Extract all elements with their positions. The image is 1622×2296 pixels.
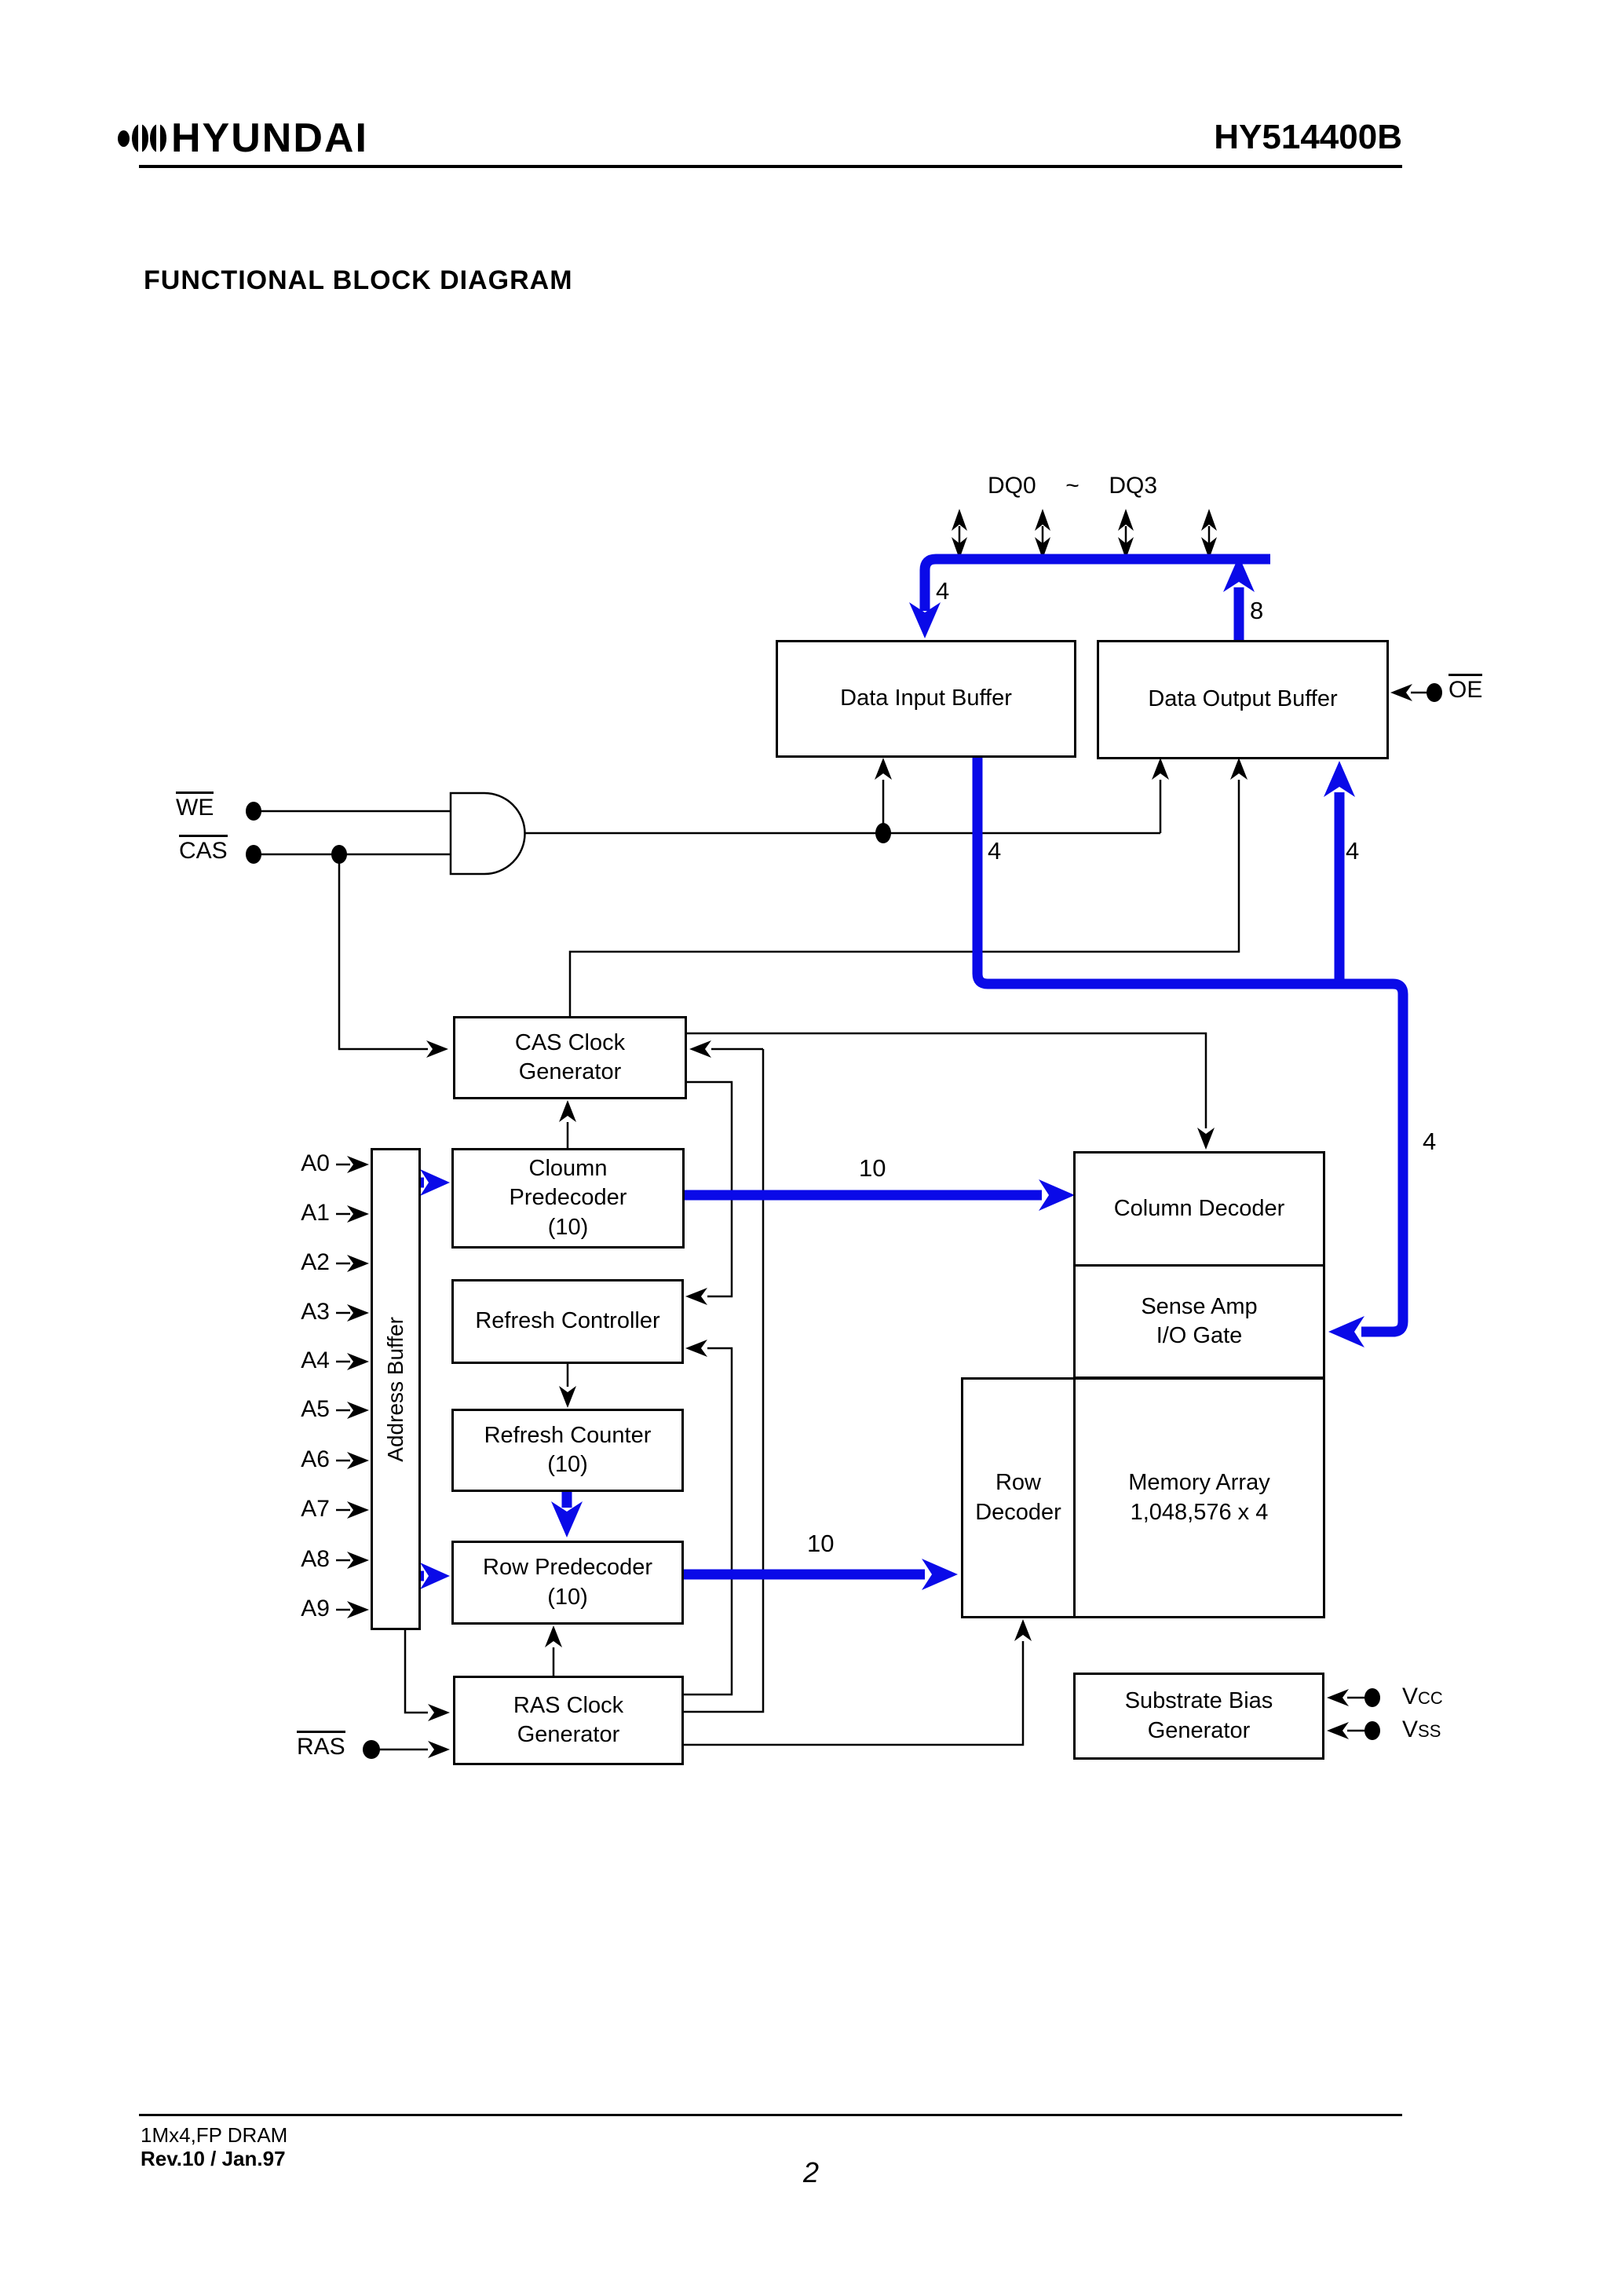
address-label-a8: A8 [301,1546,330,1572]
address-label-a7: A7 [301,1496,330,1522]
bus-width-input-4: 4 [936,577,950,605]
footer-revision: Rev.10 / Jan.97 [141,2147,286,2170]
footer-rule [139,2114,1402,2116]
footer-product: 1Mx4,FP DRAM [141,2123,288,2147]
block-refresh-controller: Refresh Controller [451,1279,684,1364]
block-cas-clock-generator: CAS Clock Generator [453,1016,687,1099]
vcc-terminal-dot [1364,1688,1380,1707]
ras-signal-label: RAS [297,1731,345,1760]
block-sense-amp-io-gate: Sense Amp I/O Gate [1073,1264,1325,1379]
block-address-buffer: Address Buffer [371,1148,421,1630]
block-row-decoder: Row Decoder [961,1377,1076,1618]
address-label-a3: A3 [301,1299,330,1325]
block-column-predecoder: Cloumn Predecoder (10) [451,1148,685,1249]
oe-terminal-dot [1427,683,1442,702]
page-number: 2 [802,2156,820,2188]
we-signal-label: WE [176,792,214,821]
cas-signal-label: CAS [179,835,228,864]
bus-width-output-8: 8 [1250,597,1264,624]
vss-terminal-dot [1364,1721,1380,1740]
dq-range-label: DQ0 ~ DQ3 [988,473,1157,499]
vcc-signal-label: VCC [1402,1684,1443,1709]
bus-width-read-4: 4 [1346,837,1360,865]
block-data-output-buffer: Data Output Buffer [1097,640,1389,759]
address-label-a4: A4 [301,1347,330,1373]
block-row-predecoder: Row Predecoder (10) [451,1541,684,1625]
junction-dots [246,683,1442,1759]
hyundai-logo: HYUNDAI [118,115,368,162]
ras-terminal-dot [363,1740,380,1759]
bus-width-write-4: 4 [988,837,1002,865]
bus-width-row-10: 10 [807,1530,835,1557]
address-label-a9: A9 [301,1596,330,1621]
cas-junction-dot [331,845,347,864]
data-buses [420,554,1408,1590]
block-ras-clock-generator: RAS Clock Generator [453,1676,684,1765]
write-junction-dot [875,823,891,843]
and-gate-icon [449,792,526,876]
address-label-a1: A1 [301,1200,330,1226]
address-label-a2: A2 [301,1249,330,1275]
block-memory-array: Memory Array 1,048,576 x 4 [1073,1377,1325,1618]
brand-name: HYUNDAI [171,115,368,161]
we-terminal-dot [246,802,261,821]
block-refresh-counter: Refresh Counter (10) [451,1409,684,1492]
bus-width-column-10: 10 [859,1154,886,1182]
address-label-a5: A5 [301,1396,330,1422]
dq-bidirectional-arrows [952,509,1217,559]
page-title: FUNCTIONAL BLOCK DIAGRAM [144,265,573,295]
block-data-input-buffer: Data Input Buffer [776,640,1076,758]
logo-mark-ellipse-icon [132,124,148,152]
logo-mark-ellipse2-icon [150,124,166,152]
bus-width-io-4: 4 [1423,1128,1437,1155]
cas-terminal-dot [246,845,261,864]
block-substrate-bias-generator: Substrate Bias Generator [1073,1673,1324,1760]
part-number: HY514400B [1214,118,1402,156]
address-label-a6: A6 [301,1446,330,1472]
oe-signal-label: OE [1448,674,1483,703]
header-rule [139,165,1402,168]
block-column-decoder: Column Decoder [1073,1151,1325,1267]
vss-signal-label: VSS [1402,1717,1441,1742]
logo-mark-dot-icon [118,130,130,147]
address-label-a0: A0 [301,1150,330,1176]
address-input-arrows [336,1156,369,1618]
